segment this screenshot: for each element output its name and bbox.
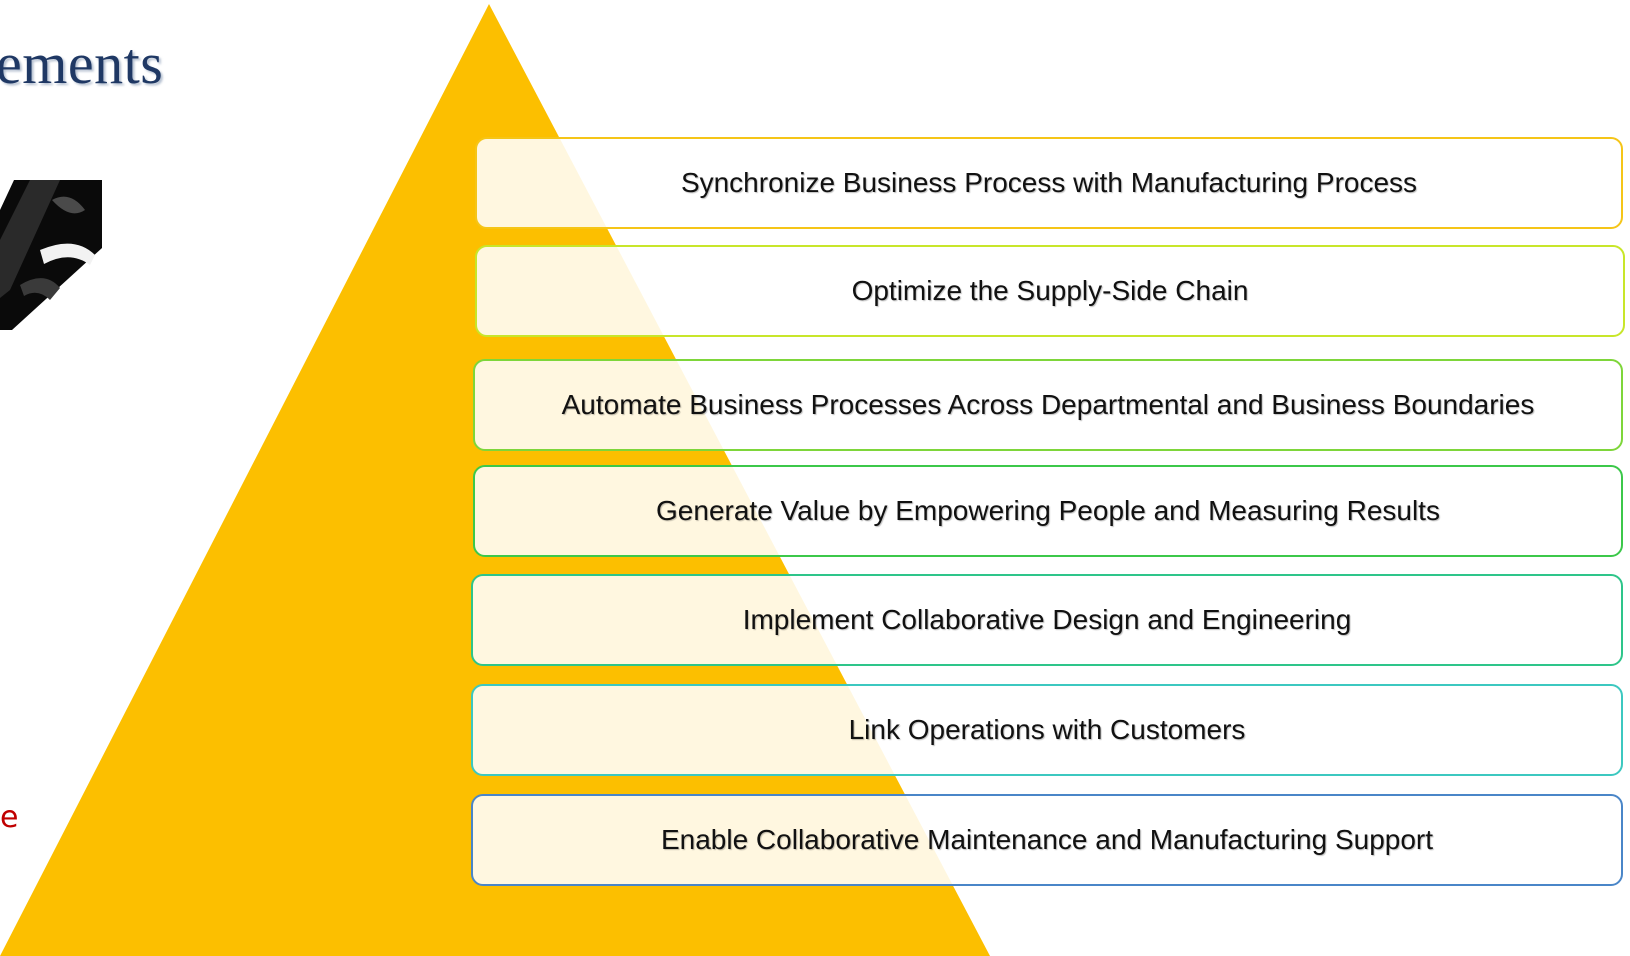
slide-title-fragment: ements — [0, 31, 164, 96]
level-label: Link Operations with Customers — [848, 714, 1246, 745]
pyramid-level-4: Generate Value by Empowering People and … — [473, 465, 1623, 557]
pyramid-level-5: Implement Collaborative Design and Engin… — [471, 574, 1623, 666]
pyramid-level-3: Automate Business Processes Across Depar… — [473, 359, 1623, 451]
pyramid-level-2: Optimize the Supply-Side Chain — [475, 245, 1625, 337]
side-text-fragment: e — [0, 800, 19, 835]
photo-graphic — [0, 180, 102, 330]
pyramid-level-1: Synchronize Business Process with Manufa… — [475, 137, 1623, 229]
level-label: Enable Collaborative Maintenance and Man… — [660, 824, 1434, 855]
pyramid-level-6: Link Operations with Customers — [471, 684, 1623, 776]
level-label: Generate Value by Empowering People and … — [656, 495, 1440, 526]
level-label: Synchronize Business Process with Manufa… — [680, 167, 1418, 198]
level-label: Implement Collaborative Design and Engin… — [742, 604, 1352, 635]
cropped-photo — [0, 180, 102, 330]
level-label: Optimize the Supply-Side Chain — [851, 275, 1249, 306]
level-label: Automate Business Processes Across Depar… — [561, 389, 1535, 420]
pyramid-level-7: Enable Collaborative Maintenance and Man… — [471, 794, 1623, 886]
